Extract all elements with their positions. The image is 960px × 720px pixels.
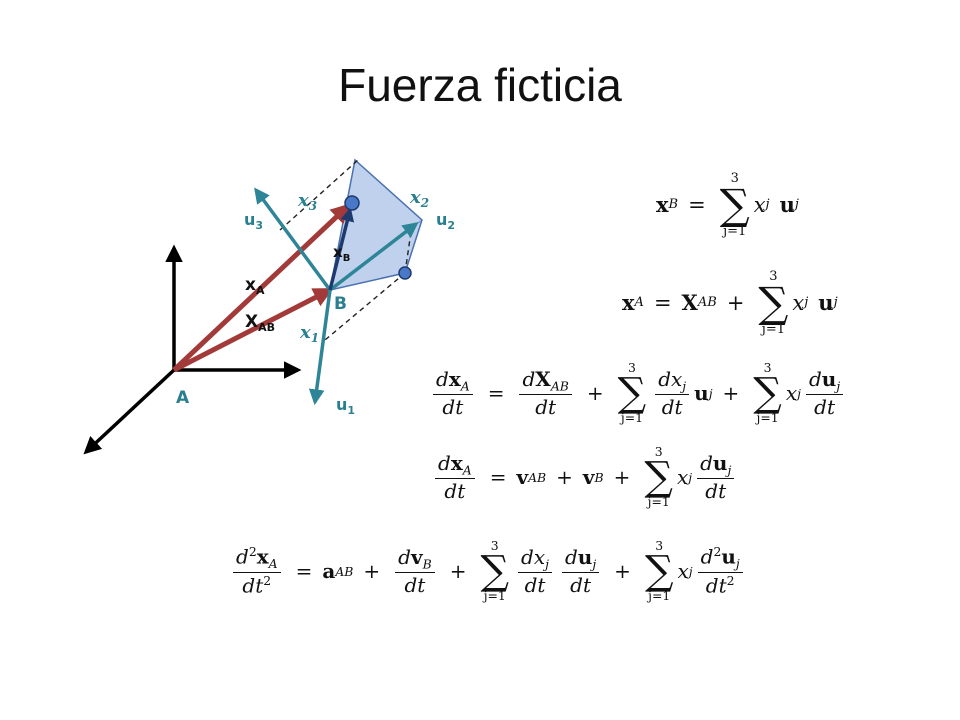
- moving-axis-u2: [328, 222, 419, 292]
- label-XAB: XAB: [245, 312, 275, 334]
- moving-axis-u1: [308, 289, 332, 406]
- label-origin-B: B: [334, 294, 347, 314]
- summation: 3∑j=1: [644, 444, 673, 510]
- label-x3: x3: [297, 190, 317, 213]
- label-u2: u2: [436, 210, 455, 232]
- label-u1: u1: [336, 395, 355, 417]
- moving-axis-u3: [254, 187, 332, 292]
- summation: 3∑j=1: [644, 538, 674, 604]
- slide-title: Fuerza ficticia: [338, 59, 622, 111]
- vector-xA: [172, 203, 351, 372]
- vector-XAB: [172, 287, 334, 373]
- label-xB: xB: [333, 243, 350, 264]
- point-bottom: [398, 266, 412, 280]
- vector-xB: [328, 207, 355, 291]
- summation: 3∑j=1: [758, 269, 789, 337]
- summation: 3∑j=1: [719, 171, 750, 239]
- label-x1: x1: [299, 322, 319, 345]
- label-x2: x2: [409, 187, 429, 210]
- label-xA: xA: [245, 275, 265, 297]
- summation: 3∑j=1: [480, 538, 510, 604]
- point-top: [344, 195, 360, 211]
- fixed-axis-x: [83, 368, 176, 455]
- summation: 3∑j=1: [753, 360, 782, 426]
- summation: 3∑j=1: [617, 360, 647, 426]
- label-origin-A: A: [176, 388, 190, 408]
- label-u3: u3: [244, 210, 263, 232]
